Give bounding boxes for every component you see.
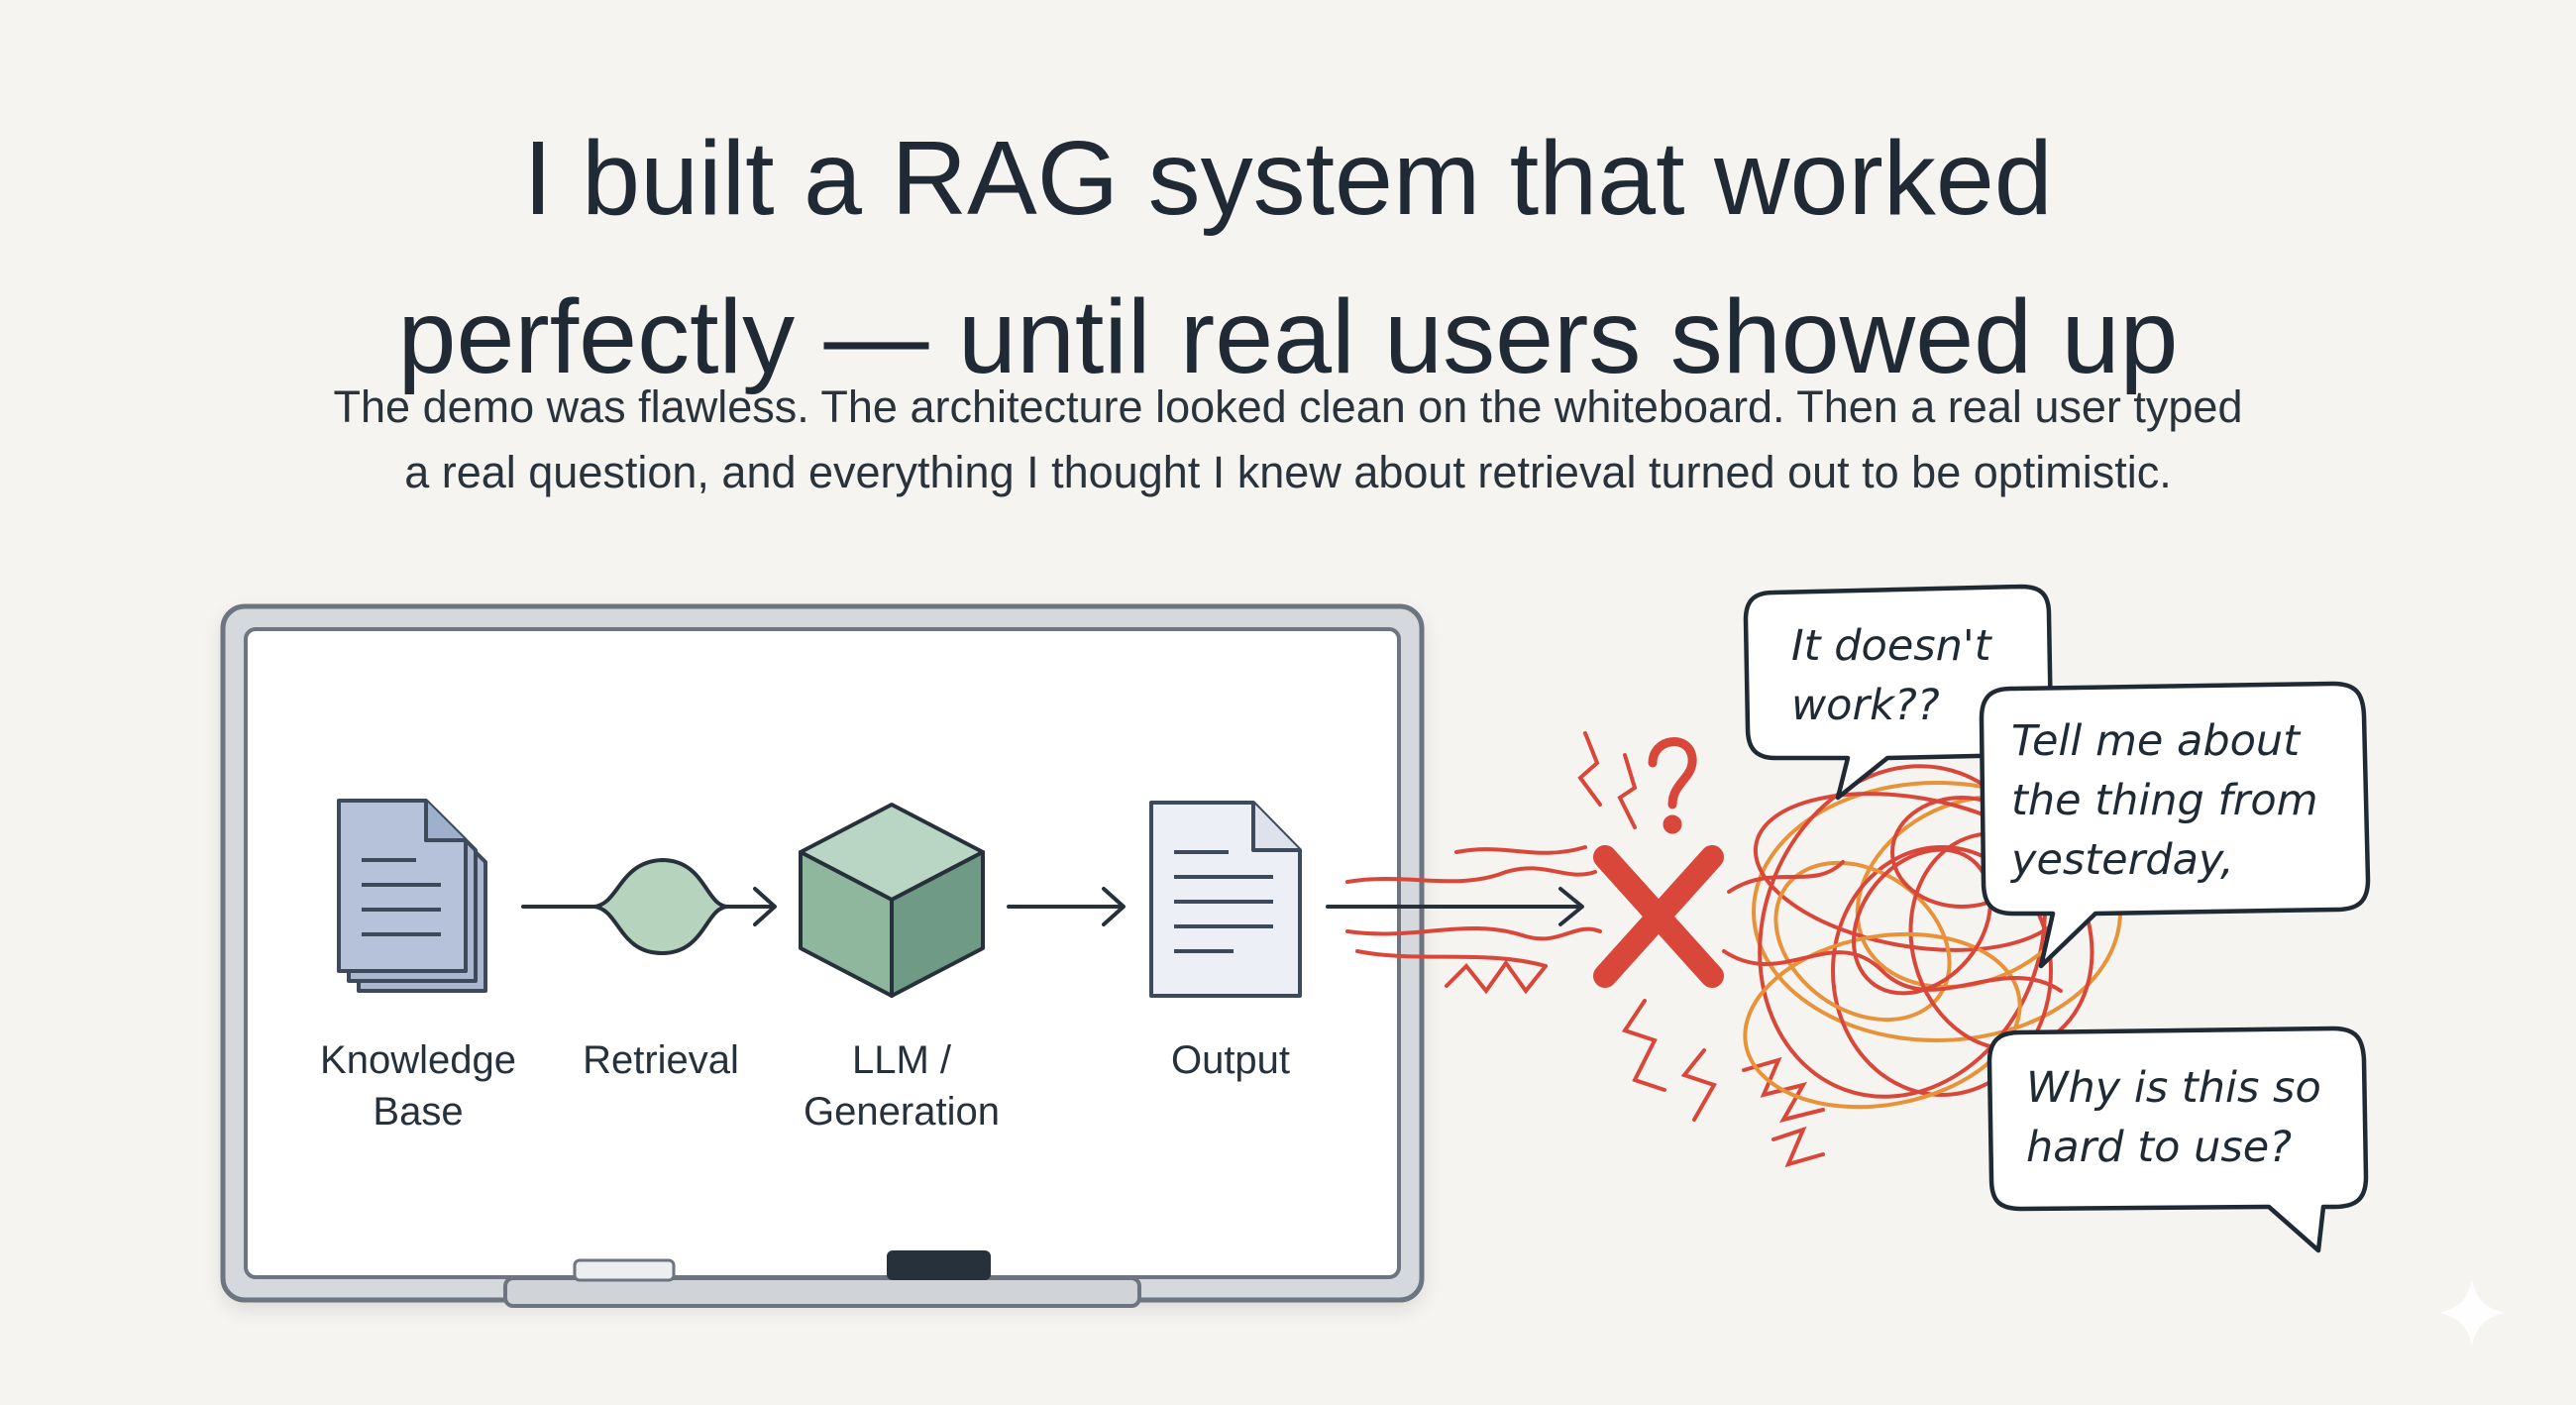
sparkle-icon bbox=[2439, 1280, 2505, 1346]
chaos-lines bbox=[1345, 731, 1825, 1168]
subtitle-line-2: a real question, and everything I though… bbox=[404, 447, 2172, 497]
node-label-output: Output bbox=[1170, 1038, 1291, 1082]
eraser bbox=[573, 1258, 676, 1282]
node-label-llm-generation: LLM / Generation bbox=[804, 1038, 1000, 1134]
title-line-1: I built a RAG system that worked bbox=[523, 120, 2053, 237]
flow-arrow bbox=[1007, 887, 1126, 926]
speech-bubble-3 bbox=[1986, 1026, 2369, 1253]
question-mark-icon bbox=[1648, 737, 1697, 834]
speech-bubble-2 bbox=[1979, 681, 2371, 969]
marker-tray bbox=[503, 1276, 1141, 1308]
marker bbox=[887, 1250, 991, 1280]
flow-arrow bbox=[1326, 887, 1584, 926]
bubble-3-text: Why is this so hard to use? bbox=[2026, 1063, 2321, 1172]
red-x-icon bbox=[1593, 845, 1724, 988]
bubble-2-text: Tell me about the thing from yesterday, bbox=[2011, 716, 2318, 885]
node-label-retrieval: Retrieval bbox=[583, 1038, 739, 1082]
document-icon bbox=[1149, 801, 1302, 998]
bubble-1-text: It doesn't work?? bbox=[1791, 621, 1991, 730]
subtitle-line-1: The demo was flawless. The architecture … bbox=[333, 381, 2243, 432]
flow-arrow bbox=[726, 887, 777, 926]
page-title: I built a RAG system that worked perfect… bbox=[0, 99, 2576, 416]
cube-icon bbox=[799, 803, 985, 998]
document-stack-icon bbox=[337, 799, 487, 993]
node-label-knowledge-base: Knowledge Base bbox=[320, 1038, 516, 1134]
speech-bubble-1 bbox=[1743, 584, 2054, 801]
title-line-2: perfectly — until real users showed up bbox=[397, 278, 2179, 395]
page-subtitle: The demo was flawless. The architecture … bbox=[0, 375, 2576, 505]
